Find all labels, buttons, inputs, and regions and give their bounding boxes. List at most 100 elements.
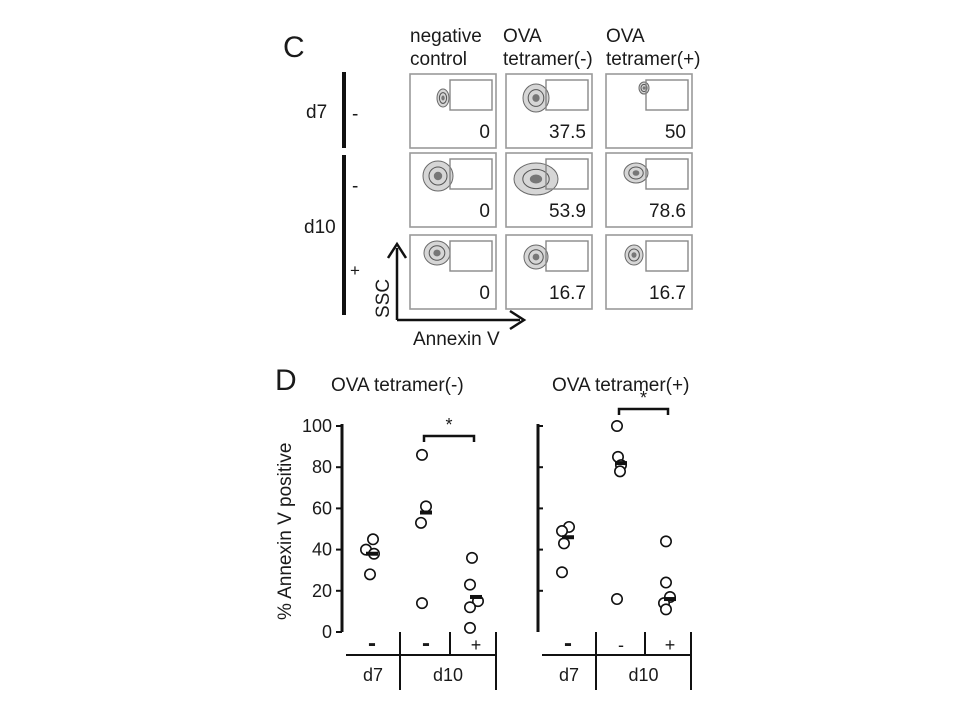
data-point: [555, 525, 568, 538]
gate-percentage: 16.7: [649, 283, 686, 304]
facs-core: [532, 253, 540, 261]
facs-contour: [628, 248, 640, 262]
facs-core: [433, 171, 443, 181]
facs-plot-frame: [605, 152, 693, 228]
facs-contour: [522, 168, 550, 190]
row-sign-1: -: [352, 104, 358, 125]
facs-contour: [438, 92, 448, 104]
facs-contour: [640, 83, 648, 93]
gate-percentage: 0: [479, 201, 490, 222]
facs-core: [642, 86, 646, 90]
y-tick-label: 0: [322, 622, 332, 642]
column-header-3-line2: tetramer(+): [606, 49, 701, 70]
facs-plot-frame: [409, 152, 497, 228]
y-tick-label: 40: [312, 540, 332, 560]
significance-mark: *: [445, 415, 452, 435]
column-header-1-line2: control: [410, 49, 467, 70]
significance-bracket: [617, 407, 670, 415]
row-sign-3: +: [350, 261, 360, 280]
data-point: [659, 576, 672, 589]
facs-plot-r2-c1: 0: [409, 152, 497, 228]
data-point: [366, 533, 379, 546]
y-tick-label: 100: [302, 416, 332, 436]
x-day-label-d10: d10: [628, 665, 658, 685]
data-point: [415, 448, 428, 461]
facs-plot-frame: [605, 234, 693, 310]
data-point: [659, 603, 672, 616]
facs-plot-r1-c2: 37.5: [505, 73, 593, 149]
x-group-sign: -: [618, 635, 624, 655]
annexin-gate: [545, 240, 589, 272]
facs-axes: [386, 241, 527, 331]
facs-core: [441, 95, 445, 101]
y-tick-label: 60: [312, 498, 332, 518]
annexin-gate: [449, 240, 493, 272]
facs-plot-frame: [409, 73, 497, 149]
x-group-sign: -: [368, 630, 376, 657]
facs-plot-frame: [409, 234, 497, 310]
facs-plot-r1-c1: 0: [409, 73, 497, 149]
data-point: [613, 465, 626, 478]
gate-percentage: 78.6: [649, 201, 686, 222]
facs-plot-r3-c2: 16.7: [505, 234, 593, 310]
facs-axis-y-label: SSC: [373, 279, 394, 318]
data-point: [555, 566, 568, 579]
x-group-sign: +: [471, 635, 482, 655]
facs-axis-x-label: Annexin V: [413, 329, 500, 350]
annexin-gate: [645, 158, 689, 190]
x-day-label-d10: d10: [433, 665, 463, 685]
data-point: [557, 537, 570, 550]
day-label-d10: d10: [304, 217, 336, 238]
data-point: [465, 551, 478, 564]
facs-plot-frame: [505, 73, 593, 149]
data-point: [463, 578, 476, 591]
facs-plot-r1-c3: 50: [605, 73, 693, 149]
gate-percentage: 53.9: [549, 201, 586, 222]
column-header-1-line1: negative: [410, 26, 482, 47]
day-label-d7: d7: [306, 102, 327, 123]
facs-core: [529, 174, 543, 184]
column-header-3-line1: OVA: [606, 26, 645, 47]
x-group-sign: -: [564, 630, 572, 657]
y-tick-label: 20: [312, 581, 332, 601]
chart-1-title: OVA tetramer(-): [331, 375, 464, 396]
facs-core: [433, 249, 441, 257]
gate-percentage: 0: [479, 283, 490, 304]
column-header-2-line2: tetramer(-): [503, 49, 593, 70]
significance-bracket: [422, 434, 476, 442]
panel-d-label: D: [275, 364, 297, 397]
annexin-gate: [545, 158, 589, 190]
data-point: [659, 535, 672, 548]
facs-plot-r3-c3: 16.7: [605, 234, 693, 310]
data-point: [419, 500, 432, 513]
row-sign-2: -: [352, 176, 358, 197]
gate-percentage: 0: [479, 122, 490, 143]
facs-contour: [628, 166, 644, 180]
facs-plot-r2-c2: 53.9: [505, 152, 593, 228]
gate-percentage: 16.7: [549, 283, 586, 304]
facs-core: [532, 94, 540, 102]
annexin-gate: [645, 79, 689, 111]
facs-contour: [528, 249, 544, 265]
y-tick-label: 80: [312, 457, 332, 477]
facs-plot-r3-c1: 0: [409, 234, 497, 310]
data-point: [610, 593, 623, 606]
gate-percentage: 50: [665, 122, 686, 143]
data-point: [463, 621, 476, 634]
facs-core: [632, 170, 640, 176]
facs-contour: [428, 245, 446, 261]
annexin-gate: [545, 79, 589, 111]
facs-plot-frame: [505, 234, 593, 310]
y-axis-label: % Annexin V positive: [275, 443, 296, 620]
facs-contour: [428, 166, 448, 186]
facs-plot-grid: 0 37.5 50 0 53.9 78.6 0 16.7 16.7: [409, 73, 693, 310]
column-header-2-line1: OVA: [503, 26, 542, 47]
data-point: [463, 601, 476, 614]
facs-core: [631, 252, 637, 258]
annexin-gate: [645, 240, 689, 272]
significance-mark: *: [640, 388, 647, 408]
